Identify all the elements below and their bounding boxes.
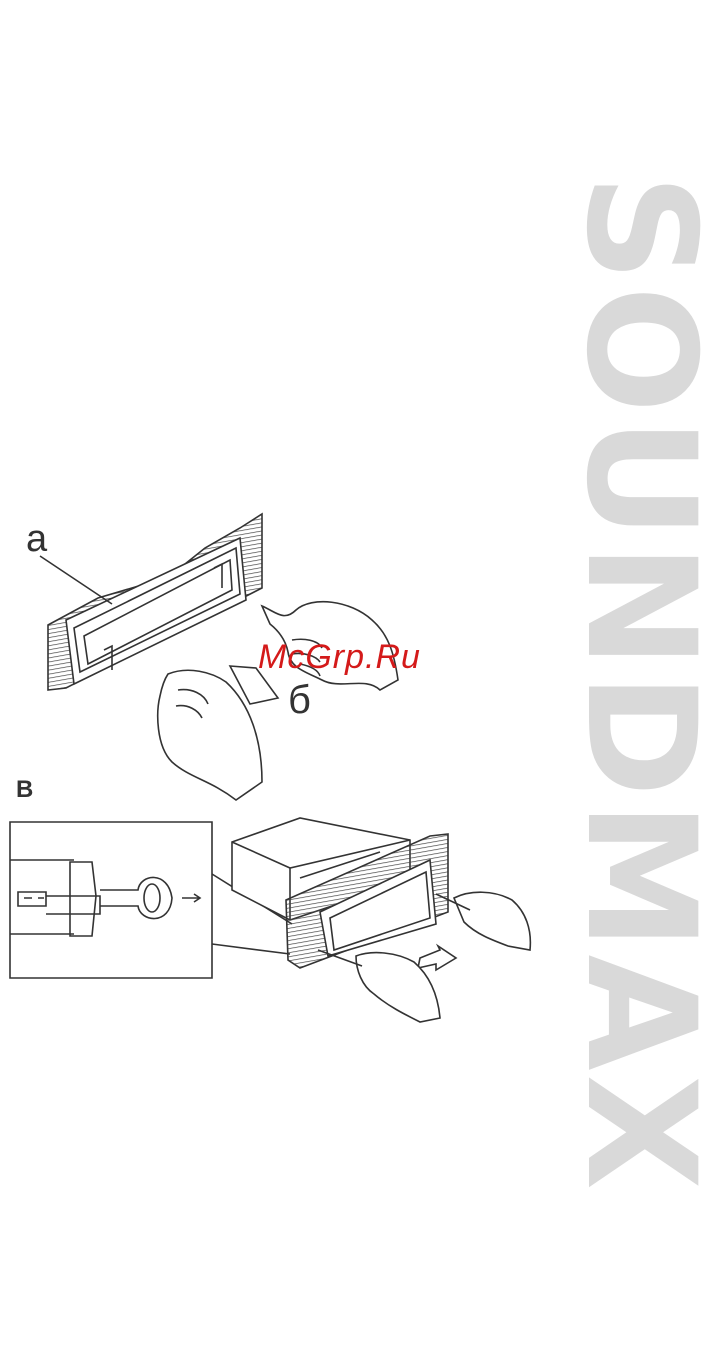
brand-sidebar: SOUNDMAX <box>572 0 708 1369</box>
brand-logo: SOUNDMAX <box>572 174 708 1194</box>
figure-label-b: б <box>288 680 311 720</box>
figure-label-a: а <box>26 520 47 558</box>
watermark-text: McGrp.Ru <box>258 640 421 674</box>
front-panel-frame <box>48 514 262 690</box>
label-a-leader <box>40 556 112 604</box>
figure-label-v: В <box>16 778 33 802</box>
unit-removal-drawing <box>232 818 456 970</box>
